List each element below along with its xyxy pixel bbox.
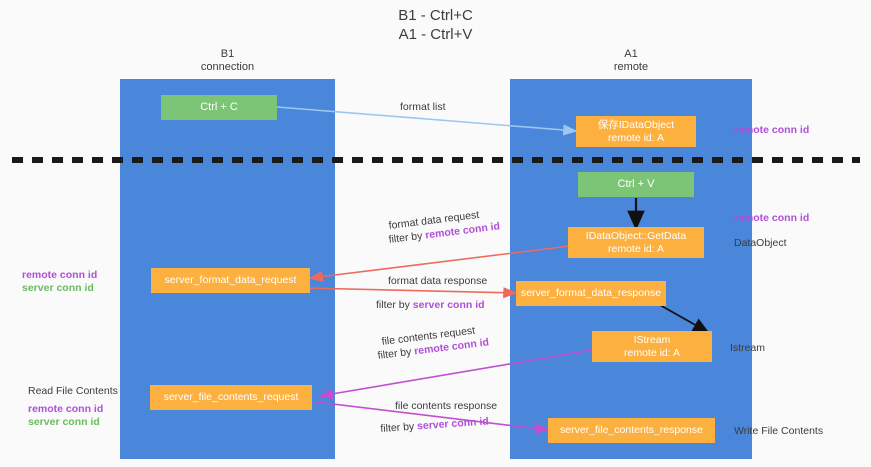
node-server-file-contents-response[interactable]: server_file_contents_response (548, 418, 715, 443)
node-save-idataobject[interactable]: 保存IDataObject remote id: A (576, 116, 696, 147)
edge-label-file-contents-response-filter: filter by server conn id (380, 415, 489, 435)
node-save-idataobject-line1: 保存IDataObject (597, 118, 675, 131)
edge-label-format-data-response: format data response (388, 275, 488, 287)
node-getdata-line1: IDataObject::GetData (585, 229, 687, 242)
node-server-format-data-request[interactable]: server_format_data_request (151, 268, 310, 293)
filter-prefix: filter by (380, 420, 418, 435)
filter-key-server-conn-id: server conn id (416, 415, 490, 433)
node-server-format-data-response[interactable]: server_format_data_response (516, 281, 666, 306)
side-label-remote-conn-id-1: remote conn id (734, 124, 810, 136)
node-server-file-contents-request[interactable]: server_file_contents_request (150, 385, 312, 410)
edge-label-file-contents-response: file contents response (395, 400, 498, 412)
node-getdata-line2: remote id: A (607, 242, 665, 255)
node-server-file-contents-request-label: server_file_contents_request (163, 391, 299, 403)
filter-key-server-conn-id: server conn id (412, 299, 485, 311)
node-save-idataobject-line2: remote id: A (607, 131, 665, 144)
side-label-remote-conn-id-2: remote conn id (734, 212, 810, 224)
side-label-dataobject: DataObject (734, 237, 787, 249)
filter-prefix: filter by (388, 229, 426, 246)
node-istream-line2: remote id: A (623, 346, 681, 359)
node-istream[interactable]: IStream remote id: A (592, 331, 712, 362)
node-idataobject-getdata[interactable]: IDataObject::GetData remote id: A (568, 227, 704, 258)
node-server-file-contents-response-label: server_file_contents_response (559, 424, 703, 436)
side-label-left-server-conn-id: server conn id (22, 282, 94, 294)
node-ctrl-v[interactable]: Ctrl + V (578, 172, 694, 197)
side-label-left-remote-conn-id: remote conn id (22, 269, 98, 281)
side-label-write-file-contents: Write File Contents (734, 425, 824, 437)
node-server-format-data-response-label: server_format_data_response (520, 287, 662, 299)
node-istream-line1: IStream (633, 333, 671, 346)
filter-prefix: filter by (377, 345, 415, 362)
side-label-istream: Istream (730, 342, 766, 354)
edge-label-format-list: format list (400, 101, 446, 113)
node-server-format-data-request-label: server_format_data_request (164, 274, 297, 286)
side-label-read-file-contents: Read File Contents (28, 385, 118, 397)
node-ctrl-c[interactable]: Ctrl + C (161, 95, 277, 120)
node-ctrl-c-label: Ctrl + C (200, 101, 238, 113)
node-ctrl-v-label: Ctrl + V (617, 178, 655, 190)
filter-prefix: filter by (376, 299, 413, 311)
edge-label-format-data-response-filter: filter by server conn id (376, 299, 485, 311)
page-title: B1 - Ctrl+C A1 - Ctrl+V (398, 7, 473, 43)
side-label-left-server-conn-id-2: server conn id (28, 416, 100, 428)
side-label-left-remote-conn-id-2: remote conn id (28, 403, 104, 415)
column-header-a1: A1 remote (613, 48, 649, 73)
arrow-format-data-response (305, 287, 518, 299)
column-header-b1: B1 connection (200, 48, 255, 73)
